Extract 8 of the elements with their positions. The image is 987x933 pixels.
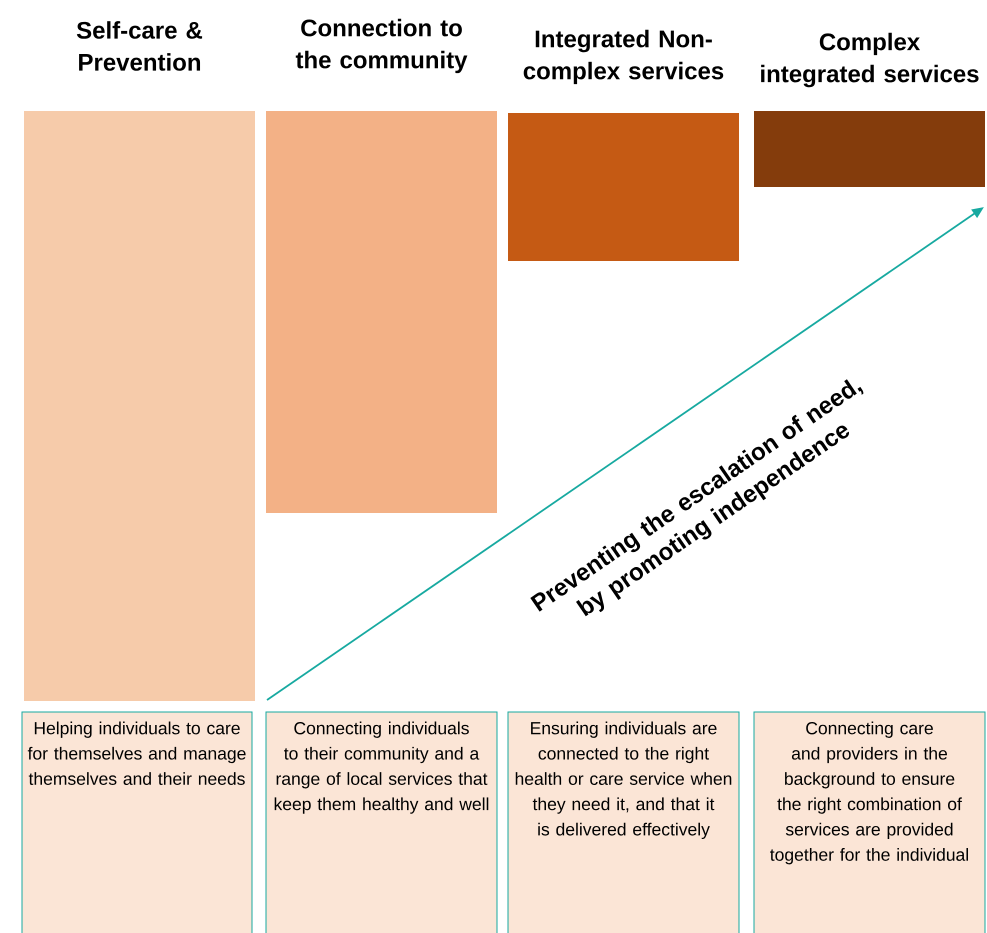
description-box: Helping individuals to care for themselves and manage themselves and their needs xyxy=(22,712,252,933)
column-heading: Complex integrated services xyxy=(761,32,979,88)
description-box: Ensuring individuals are connected to the right health or care service when they need it, and that it is delivered effectively xyxy=(508,712,740,933)
column-heading: Self-care & Prevention xyxy=(76,21,202,71)
description-box: Connecting care and providers in the background to ensure the right combination of services are provided together for the individual xyxy=(754,712,986,933)
column-heading: Integrated Non-complex services xyxy=(524,30,724,84)
description-box: Connecting individuals to their community and a range of local services that keep them healthy and well xyxy=(266,712,498,933)
column-heading: Connection to the community xyxy=(296,18,468,74)
